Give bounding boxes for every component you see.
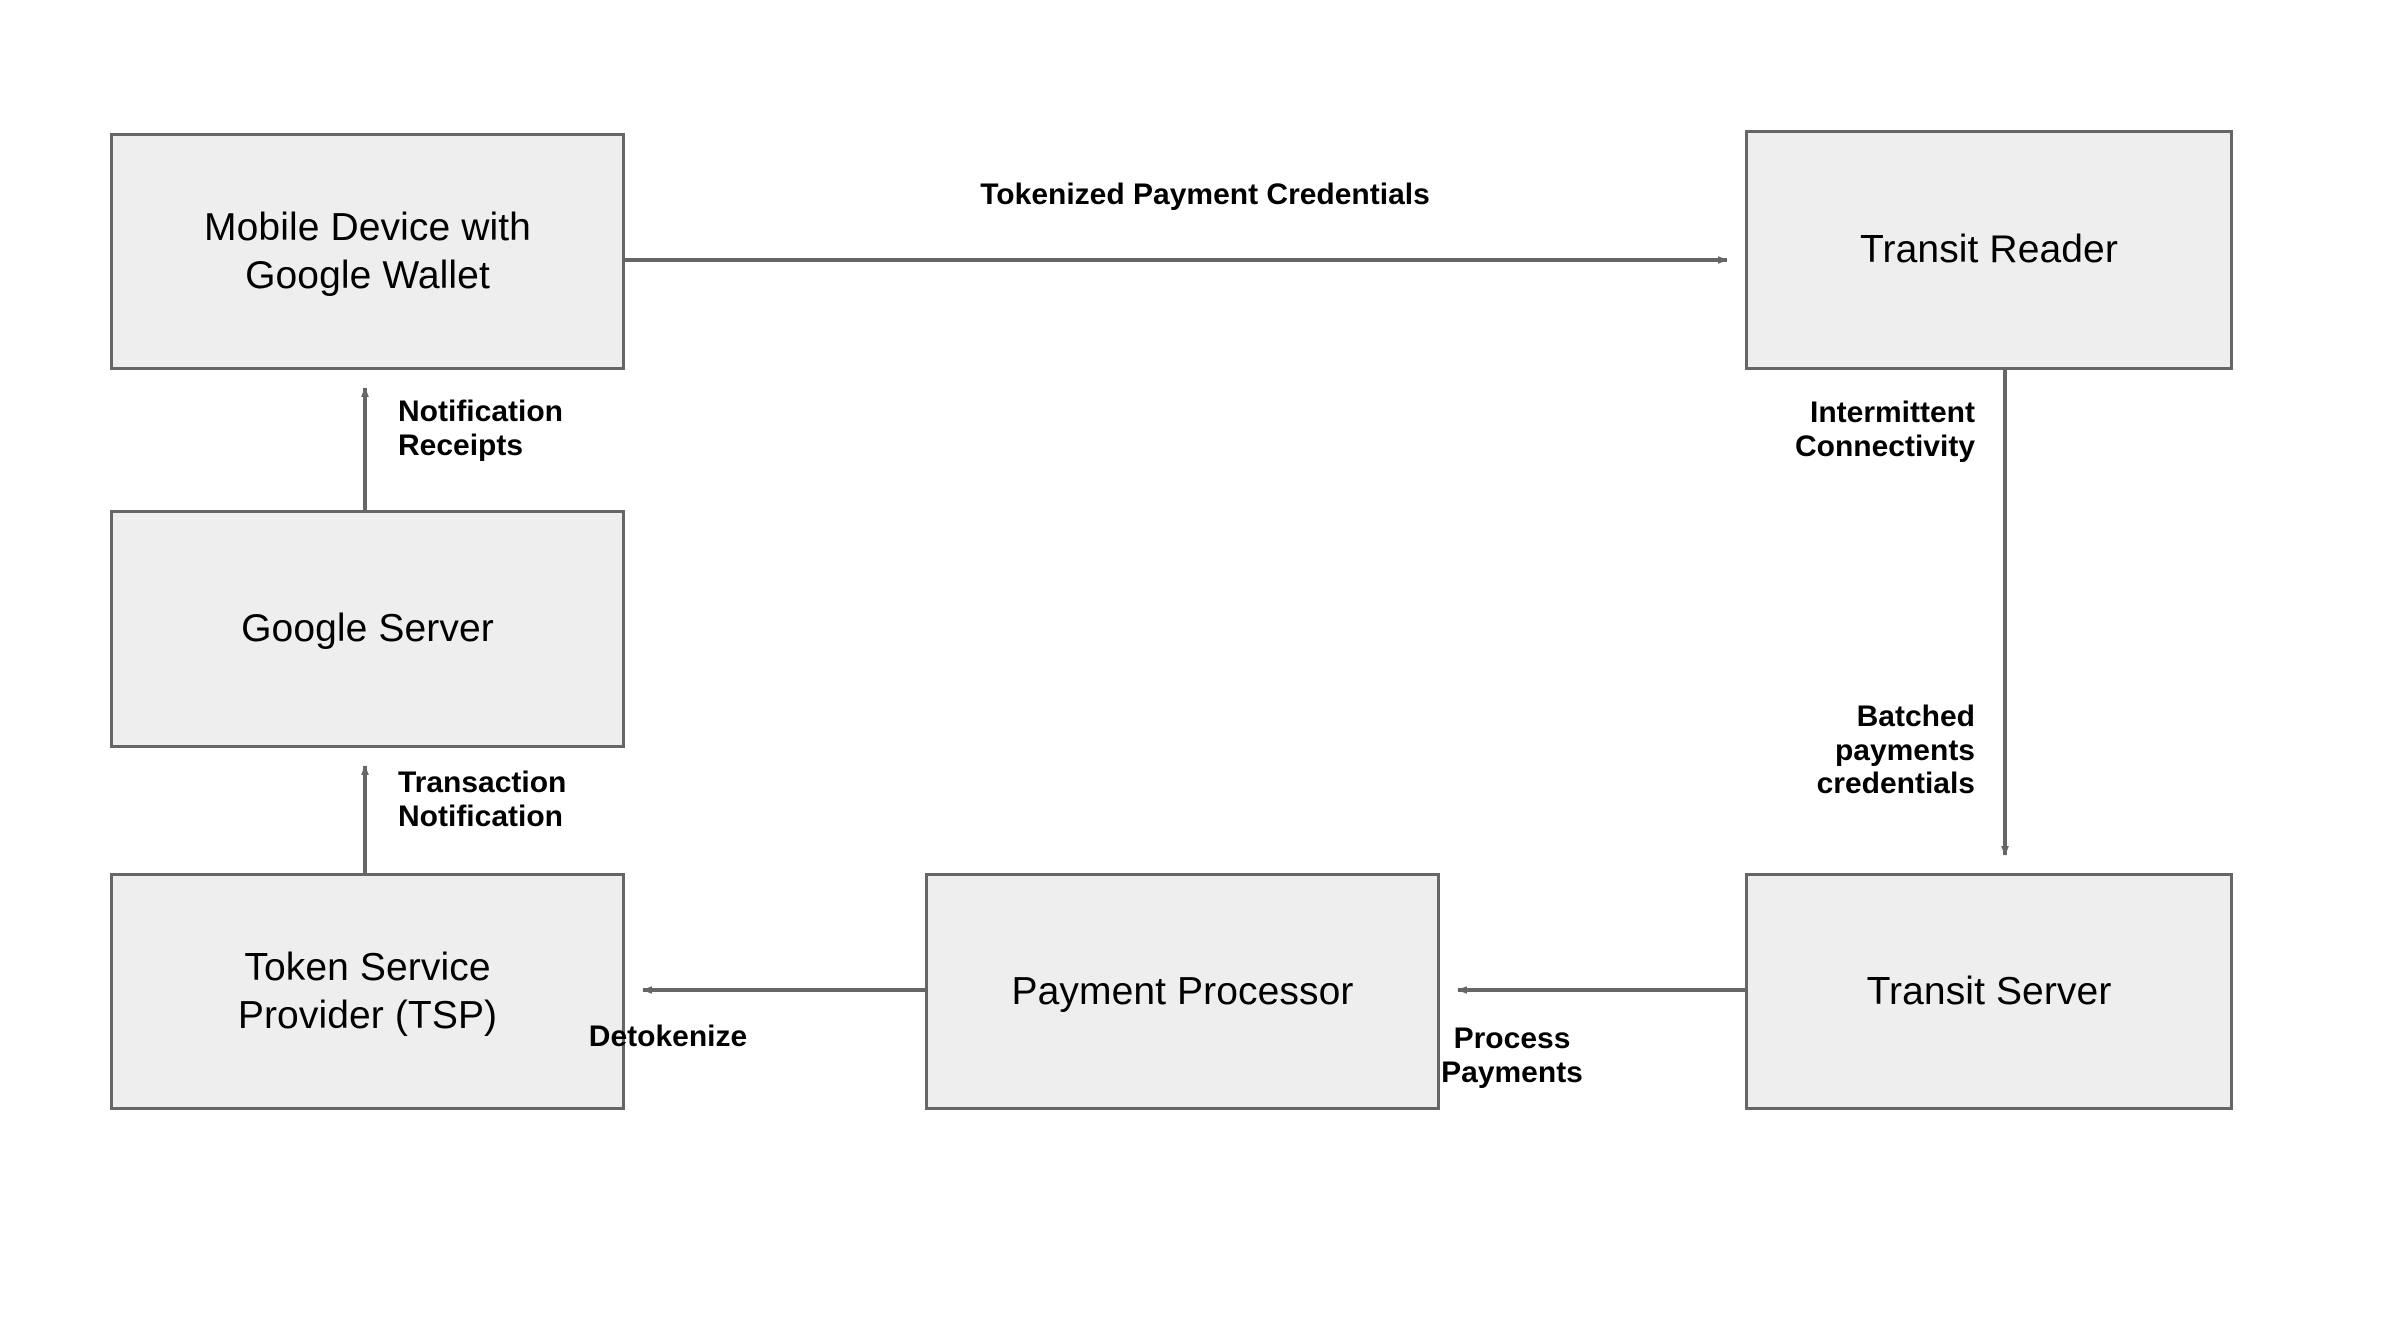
node-payment-processor[interactable]: Payment Processor <box>925 873 1440 1110</box>
edge-label-notification-receipts: Notification Receipts <box>398 395 563 462</box>
node-transit-server-label: Transit Server <box>1866 969 2112 1013</box>
node-transit-reader-label: Transit Reader <box>1860 228 2118 272</box>
node-mobile-device[interactable]: Mobile Device with Google Wallet <box>110 133 625 370</box>
node-mobile-device-label: Mobile Device with Google Wallet <box>204 205 531 297</box>
edge-label-transaction-notification: Transaction Notification <box>398 766 567 833</box>
edge-label-intermittent-connectivity: Intermittent Connectivity <box>1794 396 1975 463</box>
node-google-server-label: Google Server <box>241 607 494 651</box>
edge-label-detokenize: Detokenize <box>588 1020 748 1053</box>
node-token-service-provider-label: Token Service Provider (TSP) <box>237 945 498 1037</box>
node-transit-reader[interactable]: Transit Reader <box>1745 130 2233 370</box>
node-payment-processor-label: Payment Processor <box>1011 969 1354 1013</box>
edge-label-batched-payments-credentials: Batched payments credentials <box>1816 700 1975 801</box>
edge-label-process-payments: Process Payments <box>1441 1022 1583 1089</box>
node-transit-server[interactable]: Transit Server <box>1745 873 2233 1110</box>
node-token-service-provider[interactable]: Token Service Provider (TSP) <box>110 873 625 1110</box>
edge-label-tokenized-payment-credentials: Tokenized Payment Credentials <box>980 178 1430 211</box>
node-google-server[interactable]: Google Server <box>110 510 625 748</box>
